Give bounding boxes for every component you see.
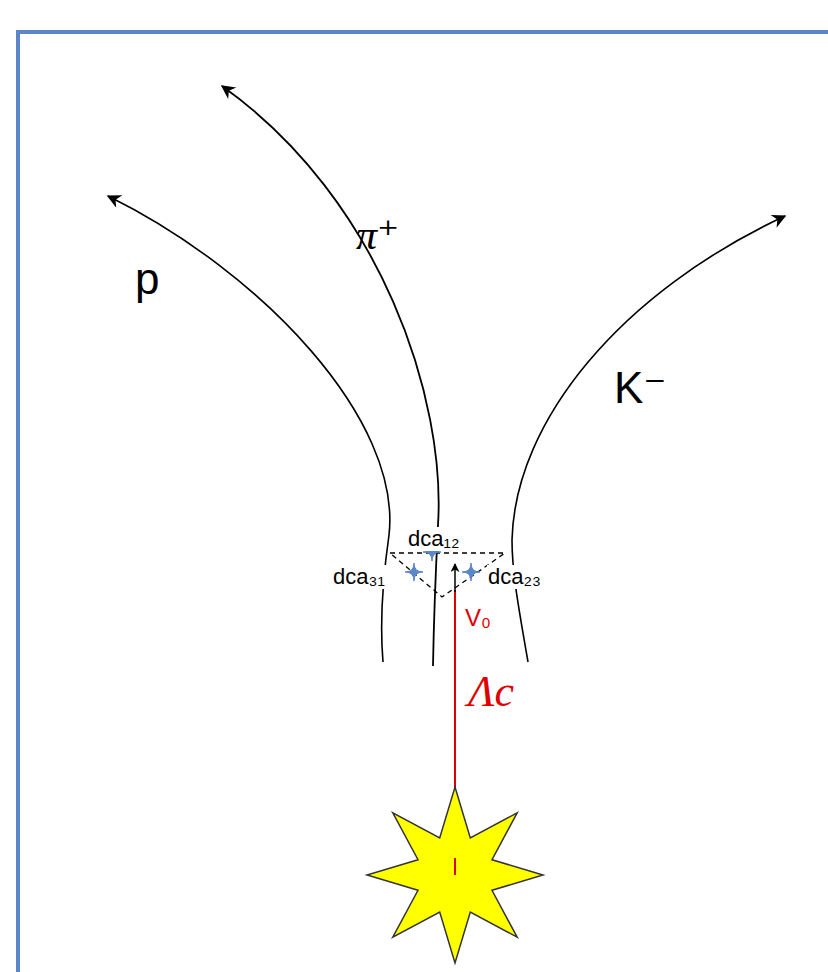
collision-star (367, 787, 543, 963)
dca-star (405, 563, 423, 581)
particle-label: K⁻ (614, 364, 667, 412)
dca-label: dca₂₃ (487, 565, 542, 589)
dca-label: dca₃₁ (332, 565, 386, 589)
vertex-arrow (454, 564, 456, 592)
kaon-track (512, 216, 785, 662)
vertex-label: V₀ (465, 605, 491, 631)
dca-label: dca₁₂ (407, 527, 460, 551)
particle-label: Λc (468, 668, 514, 716)
proton-track (108, 196, 390, 662)
particle-label: π⁺ (356, 212, 399, 258)
frame (18, 32, 828, 972)
particle-label: p (135, 255, 159, 303)
dca-star (462, 563, 480, 581)
pion-track (222, 86, 439, 666)
lambda-flight-line (454, 858, 456, 875)
